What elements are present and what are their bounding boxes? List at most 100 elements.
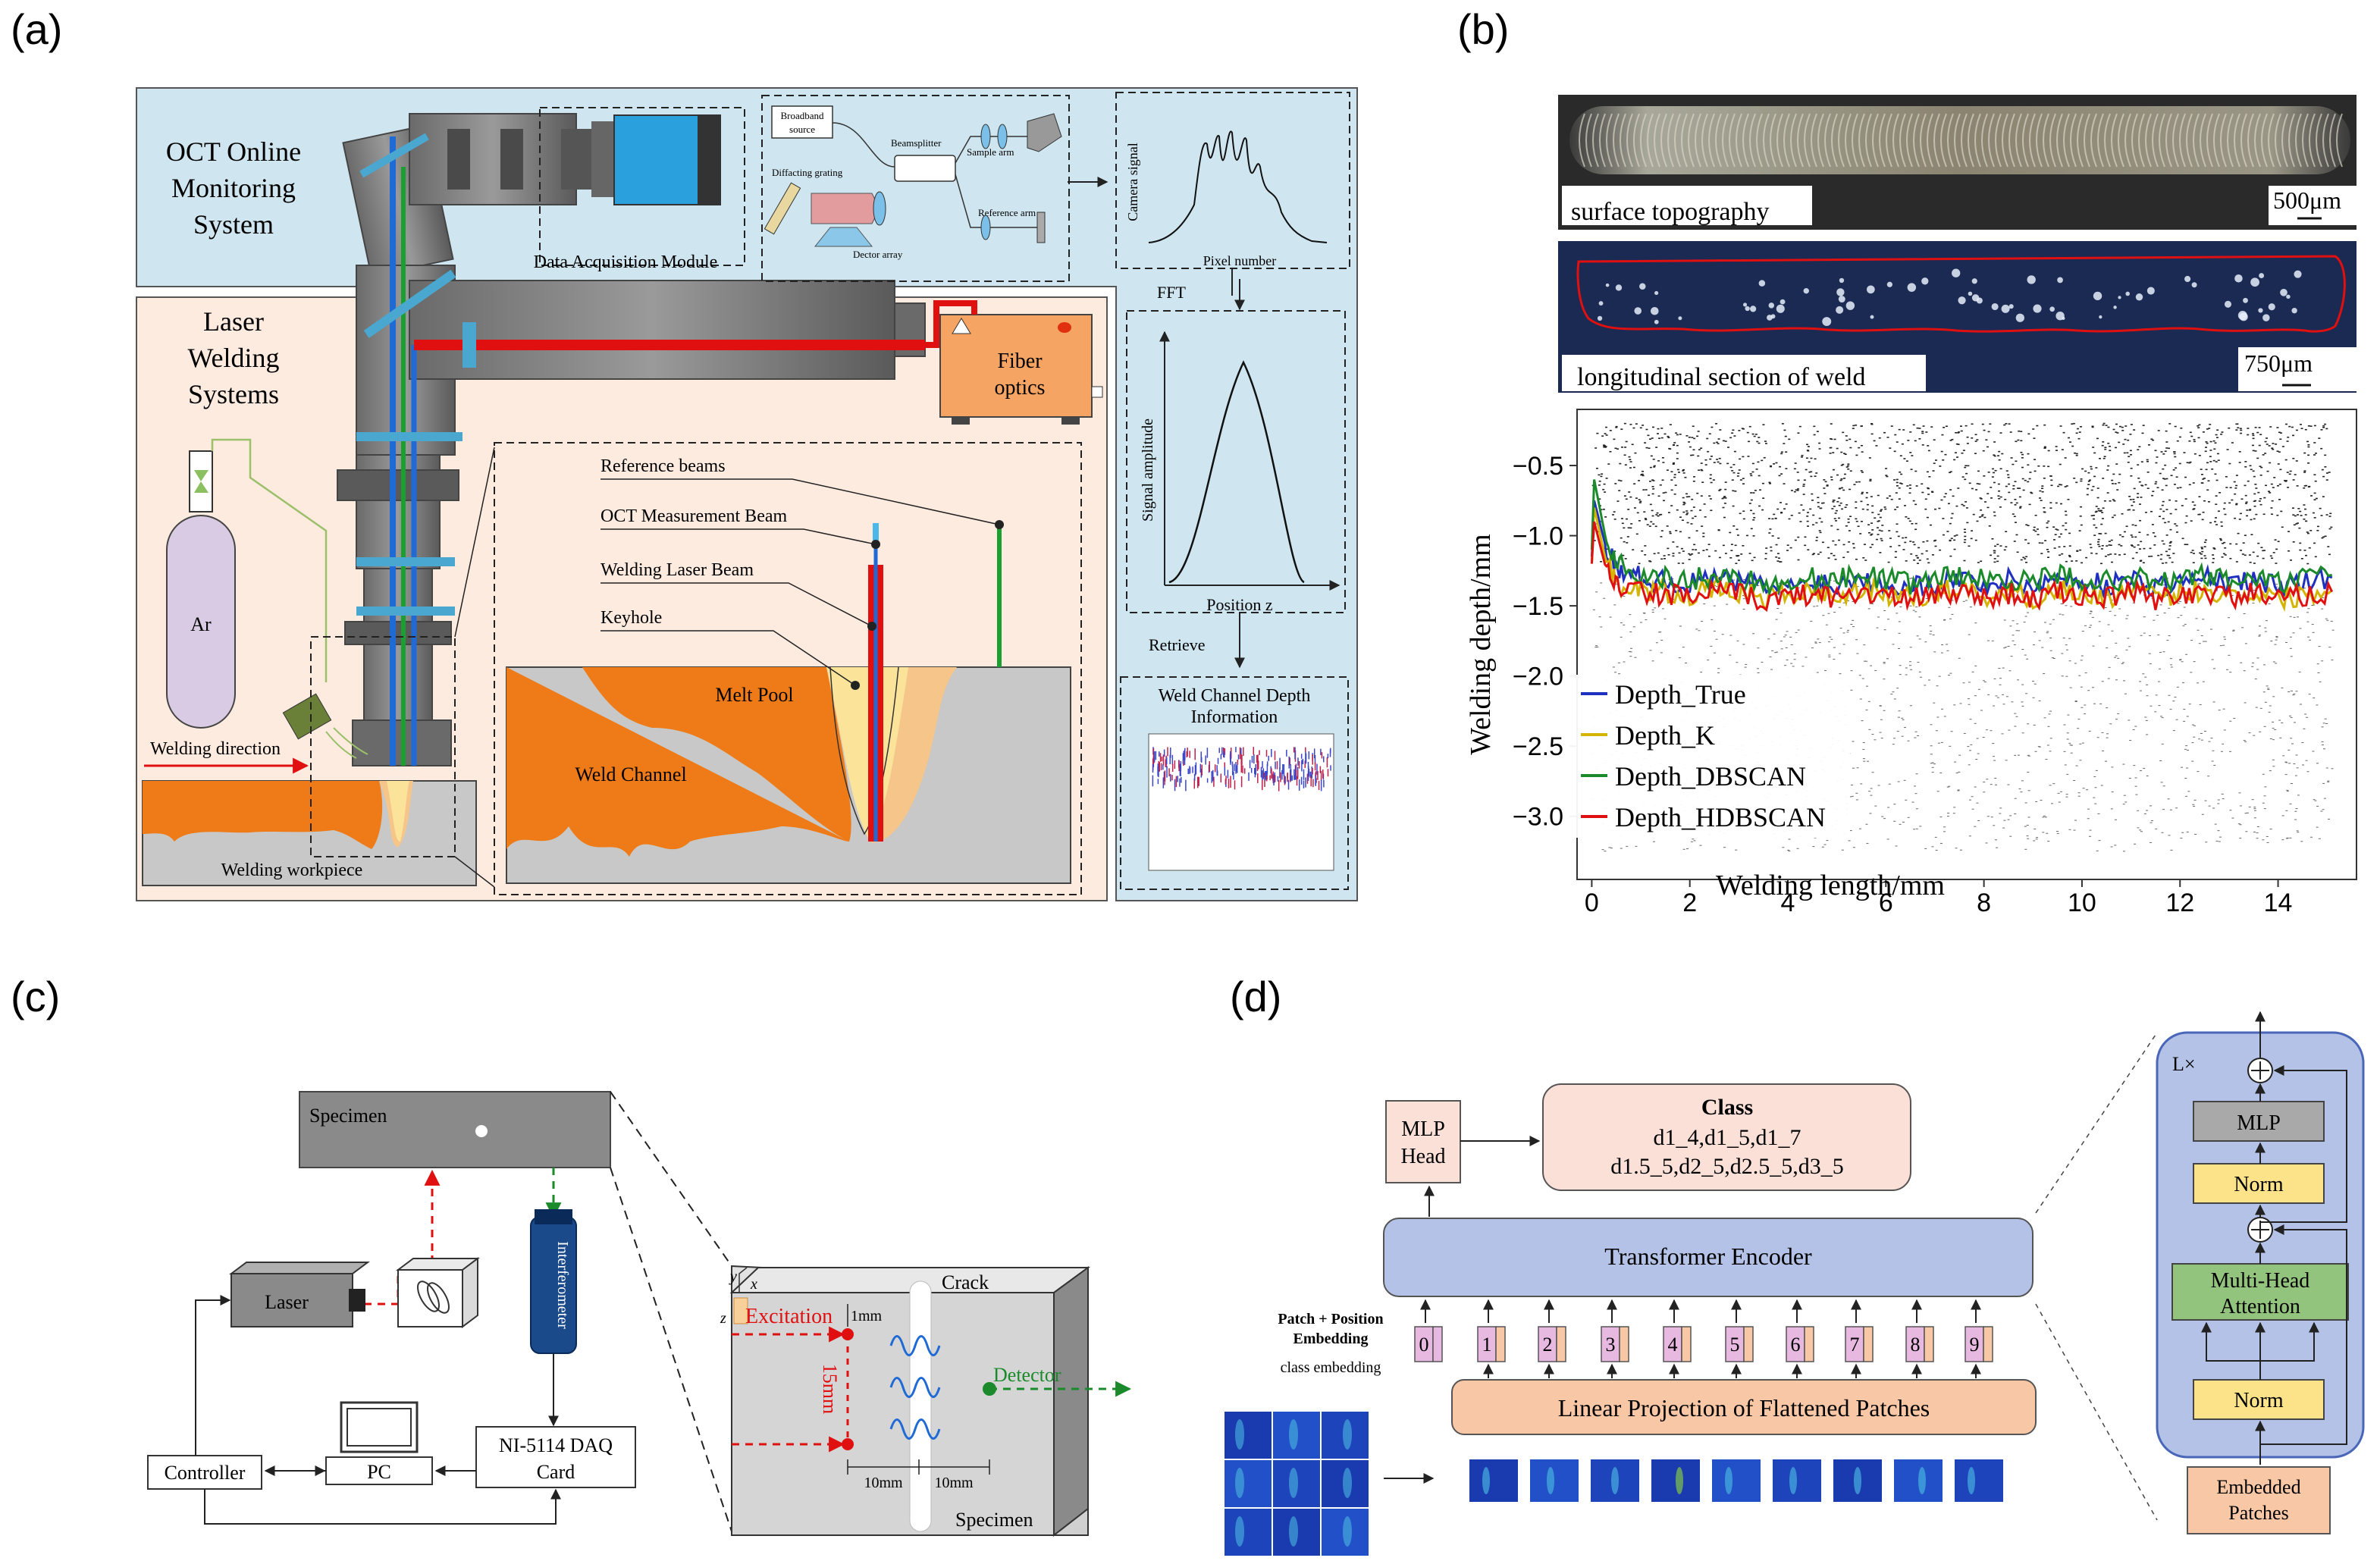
position-marker <box>1619 1326 1629 1362</box>
specimen-block-label: Specimen <box>955 1509 1033 1531</box>
laser-label: Laser <box>265 1291 309 1313</box>
controller-box <box>147 1455 262 1490</box>
camera-signal-label: Camera signal <box>1125 143 1140 221</box>
laser-title-3: Systems <box>188 379 279 409</box>
legend-label: Depth_HDBSCAN <box>1615 802 1826 832</box>
token-label: 6 <box>1791 1334 1801 1356</box>
y-tick-label: −1.5 <box>1513 592 1563 621</box>
x-tick-label: 8 <box>1977 889 1991 917</box>
section-bubbles <box>1597 268 2302 327</box>
surface-scale: 500μm <box>2273 187 2341 214</box>
melt-pool-label: Melt Pool <box>715 684 793 706</box>
token-label: 1 <box>1482 1334 1492 1356</box>
laser-beam-label: Welding Laser Beam <box>600 560 754 580</box>
crack-slot <box>909 1280 932 1532</box>
panel-a-tag: (a) <box>11 5 62 53</box>
weld-channel-label: Weld Channel <box>575 763 686 785</box>
surface-ripples <box>1579 113 2343 168</box>
oct-beam-label: OCT Measurement Beam <box>600 506 787 526</box>
controller-label: Controller <box>165 1462 246 1484</box>
legend-label: Depth_K <box>1615 720 1715 751</box>
section-label: longitudinal section of weld <box>1577 363 1866 391</box>
mlp-block <box>2193 1101 2325 1142</box>
panel-d: (d) MLP Head Class d1_4,d1_5,d1_7 d1.5_5… <box>1224 973 2365 1556</box>
patch-embed-2: Embedding <box>1293 1331 1369 1347</box>
embedded-patches-box <box>2187 1466 2331 1534</box>
reference-beams-label: Reference beams <box>600 456 726 476</box>
surface-label: surface topography <box>1571 198 1770 226</box>
fiber-optics-2: optics <box>995 376 1046 400</box>
fft-label: FFT <box>1157 283 1186 302</box>
laser-title-1: Laser <box>203 306 264 337</box>
linear-projection-box <box>1451 1379 2037 1435</box>
oct-title-2: Monitoring <box>171 173 296 203</box>
x-tick-label: 12 <box>2165 889 2194 917</box>
mha-label-1: Multi-Head <box>2211 1269 2310 1293</box>
reference-arm-label: Reference arm <box>978 207 1036 218</box>
x-tick-label: 4 <box>1781 889 1795 917</box>
class-box <box>1542 1083 1911 1191</box>
sequence-patch <box>1712 1459 1761 1502</box>
axis-z-label: z <box>720 1310 726 1327</box>
section-scale: 750μm <box>2244 350 2313 377</box>
token-box <box>1725 1326 1745 1362</box>
token-box <box>1786 1326 1805 1362</box>
fiber-optics-1: Fiber <box>997 350 1043 373</box>
dim-10mm-right: 10mm <box>934 1475 974 1491</box>
token-label: 4 <box>1668 1334 1678 1356</box>
cube-front <box>731 1292 1055 1536</box>
transformer-encoder-box <box>1383 1218 2034 1297</box>
wave-1 <box>889 1335 941 1356</box>
class-line-1: d1_4,d1_5,d1_7 <box>1654 1125 1801 1150</box>
depth-info-1: Weld Channel Depth <box>1159 686 1311 706</box>
specimen-label: Specimen <box>309 1105 387 1127</box>
section-outline <box>1576 255 2346 333</box>
wave-3 <box>889 1418 941 1440</box>
keyhole-shape <box>826 667 908 838</box>
input-patch <box>1224 1460 1272 1507</box>
detector-array-label: Dector array <box>853 249 903 260</box>
x-axis-label: Welding length/mm <box>1716 870 1945 901</box>
camera <box>561 114 721 205</box>
interferometer-box <box>761 95 1070 282</box>
position-marker <box>1804 1326 1814 1362</box>
x-tick-label: 0 <box>1585 889 1599 917</box>
oct-title-1: OCT Online <box>166 136 301 167</box>
laser-title-2: Welding <box>187 343 279 373</box>
position-marker <box>1863 1326 1874 1362</box>
series-line-Depth_HDBSCAN <box>1590 521 2334 613</box>
panel-b: (b) surface topography 500μm longitudina… <box>1457 5 2357 917</box>
panel-d-tag: (d) <box>1230 973 1281 1020</box>
token-box <box>1965 1326 1984 1362</box>
embedded-label-2: Patches <box>2228 1502 2288 1524</box>
norm-bottom-label: Norm <box>2234 1389 2284 1412</box>
sequence-patch <box>1955 1459 2003 1502</box>
axis-y-label: y <box>729 1268 737 1285</box>
pc-label: PC <box>367 1461 391 1483</box>
input-patch <box>1224 1509 1272 1556</box>
position-marker <box>1743 1326 1754 1362</box>
dim-15mm-label: 15mm <box>819 1364 841 1414</box>
input-patch-grid <box>1224 1412 1369 1556</box>
transformer-encoder-label: Transformer Encoder <box>1604 1243 1812 1270</box>
token-label: 9 <box>1970 1334 1980 1356</box>
token-label: 8 <box>1911 1334 1921 1356</box>
embedded-label-1: Embedded <box>2216 1476 2300 1498</box>
crack-label: Crack <box>942 1271 989 1293</box>
mlp-head-1: MLP <box>1401 1117 1445 1141</box>
sequence-patch <box>1469 1459 1518 1502</box>
class-embed-label: class embedding <box>1281 1359 1381 1376</box>
oct-title-3: System <box>193 209 274 240</box>
detector-label: Detector <box>993 1364 1061 1386</box>
specimen-bar <box>299 1091 611 1168</box>
mha-block <box>2171 1263 2349 1321</box>
norm-top-label: Norm <box>2234 1173 2284 1196</box>
position-marker <box>1681 1326 1692 1362</box>
y-tick-label: −1.0 <box>1513 522 1563 551</box>
token-box <box>1538 1326 1557 1362</box>
token-label: 5 <box>1730 1334 1740 1356</box>
y-axis-label: Welding depth/mm <box>1465 534 1497 754</box>
